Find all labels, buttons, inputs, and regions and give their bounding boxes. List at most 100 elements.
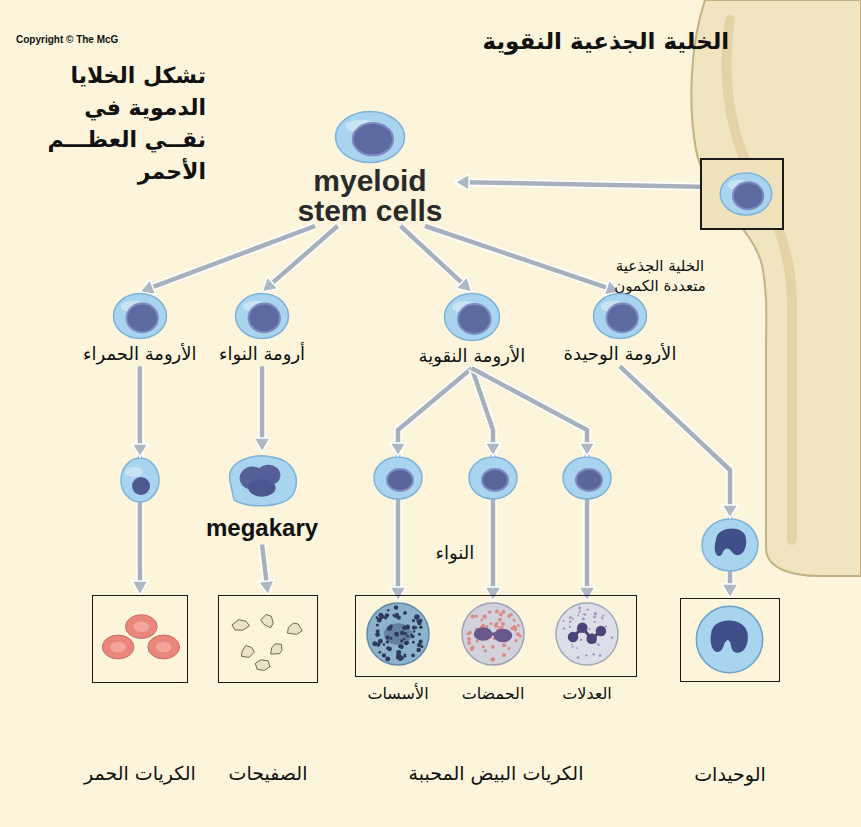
cell-frame xyxy=(700,158,784,230)
cell-part xyxy=(562,620,564,622)
cell-part xyxy=(605,625,607,627)
cell-part xyxy=(378,639,383,644)
cell-part xyxy=(597,643,599,645)
cell-part xyxy=(469,631,472,634)
cell-part xyxy=(271,644,282,654)
cell-part xyxy=(481,624,485,628)
cell-label: الحمضات xyxy=(462,683,525,705)
cell-node: الأرومة الحمراء xyxy=(83,292,197,366)
arrow-head xyxy=(140,280,156,295)
arrow-head xyxy=(456,277,472,292)
connector-line xyxy=(465,182,700,187)
cell-part xyxy=(411,635,415,639)
cell-part xyxy=(444,294,499,341)
cell-part xyxy=(733,182,763,209)
cell-node: الأرومة النقوية xyxy=(419,292,526,368)
cell-part xyxy=(720,173,771,215)
cell-part xyxy=(413,630,416,633)
cell-part xyxy=(601,616,603,618)
cell-part xyxy=(414,615,419,620)
cell-part xyxy=(568,632,579,643)
cell-part xyxy=(396,650,401,655)
cell-part xyxy=(375,633,379,637)
stem-cell xyxy=(720,173,771,215)
boxed-cell: الصفيحات xyxy=(218,595,318,787)
cell-part xyxy=(412,619,415,622)
cell-node: الأسسات xyxy=(365,601,431,705)
cell-part xyxy=(255,660,270,671)
cell-part xyxy=(386,640,389,643)
cell-part xyxy=(387,609,390,612)
cell-part xyxy=(513,619,516,622)
cell-part xyxy=(502,653,506,657)
connector-arrow xyxy=(425,226,620,295)
cell-frame xyxy=(92,595,188,683)
arrow-head xyxy=(132,444,148,457)
cell-part xyxy=(419,625,423,629)
cell-part xyxy=(514,639,517,642)
cell-part xyxy=(596,626,607,637)
cell-part xyxy=(381,615,385,619)
erythroid-precursor-cell xyxy=(121,458,159,502)
cell-part xyxy=(405,625,410,630)
cell-part xyxy=(579,610,581,612)
cell-part xyxy=(399,656,404,661)
connector-arrow xyxy=(455,174,700,190)
cell-part xyxy=(385,657,390,662)
cell-part xyxy=(580,639,582,641)
cell-part xyxy=(475,615,478,618)
cell-part xyxy=(415,615,420,620)
cell-part xyxy=(467,641,471,645)
cell-nucleus xyxy=(387,469,413,491)
cell-node: العدلات xyxy=(554,601,620,705)
cell-part xyxy=(501,626,504,629)
cell-part xyxy=(417,621,421,625)
cell-part xyxy=(474,627,493,641)
arrow-head xyxy=(254,438,270,452)
arrow-head xyxy=(579,587,595,601)
cell-part xyxy=(599,654,602,657)
arrow-head xyxy=(390,587,406,601)
cell-part xyxy=(471,614,475,618)
cell-part xyxy=(110,642,126,653)
cell-part xyxy=(376,616,379,619)
cell-part xyxy=(389,637,392,640)
cell-illustration xyxy=(460,601,526,667)
cell-part xyxy=(498,618,502,622)
cell-part xyxy=(519,634,522,637)
cell-part xyxy=(602,615,604,617)
cell-illustration xyxy=(702,160,782,228)
cell-body xyxy=(121,458,159,502)
cell-part xyxy=(513,627,517,631)
connector-outline xyxy=(258,366,266,442)
cell-part xyxy=(594,612,596,614)
cell-body xyxy=(374,457,422,499)
cell-frame xyxy=(218,595,318,683)
myelocyte-cell xyxy=(374,457,422,499)
cell-part xyxy=(696,606,762,672)
cell-part xyxy=(501,610,505,614)
cell-part xyxy=(102,635,134,659)
cell-illustration xyxy=(219,596,316,681)
cell-illustration xyxy=(592,292,648,340)
cell-part xyxy=(400,631,404,635)
cell-part xyxy=(510,613,513,616)
cell-illustration xyxy=(554,601,620,667)
arrow-head xyxy=(132,581,148,595)
connector-arrow xyxy=(262,226,338,292)
cell-part xyxy=(572,618,574,620)
cell-part xyxy=(458,304,490,334)
cell-label: الأرومة الوحيدة xyxy=(564,342,677,366)
cell-nucleus xyxy=(482,469,508,491)
cell-node: الحمضات xyxy=(460,601,526,705)
cell-part xyxy=(577,656,580,659)
cell-part xyxy=(394,632,399,637)
cell-part xyxy=(113,294,166,339)
cell-part xyxy=(249,304,280,333)
arrow-head xyxy=(485,443,501,456)
cell-part xyxy=(126,304,157,333)
cell-part xyxy=(396,634,398,636)
cell-part xyxy=(470,647,474,651)
cell-part xyxy=(594,621,596,623)
